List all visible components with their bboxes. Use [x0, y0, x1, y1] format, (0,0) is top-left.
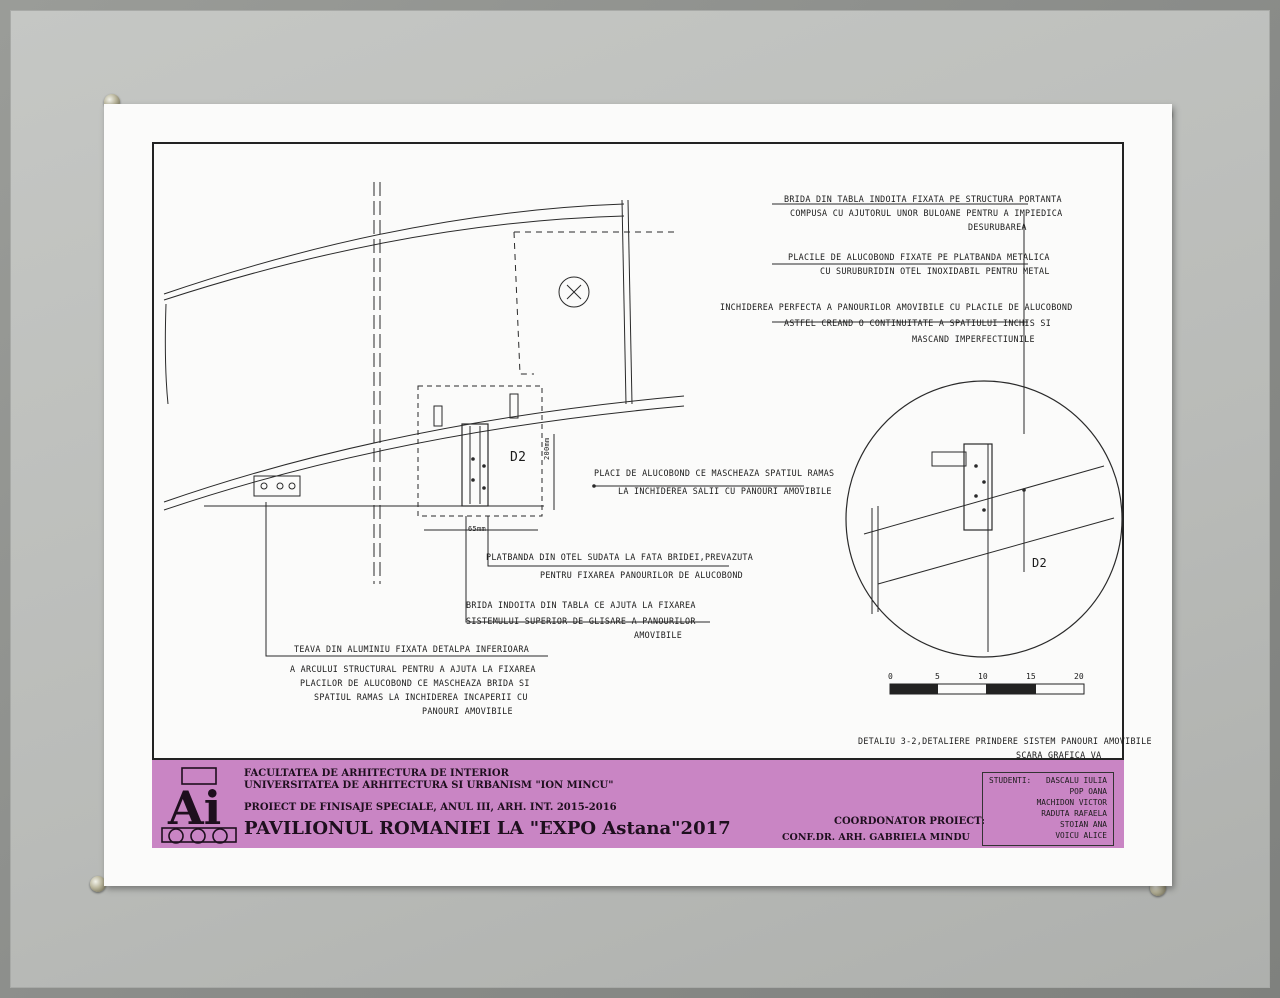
bolt-1 [433, 405, 443, 427]
callout-brida2-line3: AMOVIBILE [634, 630, 683, 640]
callout-placile-line1: PLACILE DE ALUCOBOND FIXATE PE PLATBANDA… [788, 252, 1050, 262]
student-name: MACHIDON VICTOR [1036, 798, 1107, 807]
callout-teava-line1: TEAVA DIN ALUMINIU FIXATA DETALPA INFERI… [294, 644, 530, 654]
coordinator-name: CONF.DR. ARH. GABRIELA MINDU [782, 832, 970, 843]
column-right [621, 199, 627, 405]
scale-tick-0: 0 [888, 672, 893, 681]
bracket-plate [461, 423, 489, 507]
clamp-lower [253, 475, 301, 497]
detail-tag-d2-magnified: D2 [1032, 556, 1048, 570]
callout-brida-line2: COMPUSA CU AJUTORUL UNOR BULOANE PENTRU … [790, 208, 1063, 218]
callout-placi-line1: PLACI DE ALUCOBOND CE MASCHEAZA SPATIUL … [594, 468, 835, 478]
callout-placile-line2: CU SURUBURIDIN OTEL INOXIDABIL PENTRU ME… [820, 266, 1050, 276]
arc-beam-bottom-2 [163, 405, 685, 511]
detail-tag-d2: D2 [510, 450, 527, 465]
student-name: DASCALU IULIA [1045, 776, 1107, 785]
title-block: Ai FACULTATEA DE ARHITECTURA DE INTERIOR… [152, 758, 1124, 848]
scale-tick-20: 20 [1074, 672, 1084, 681]
project-title: PAVILIONUL ROMANIEI LA "EXPO Astana"2017 [244, 818, 731, 839]
coordinator-label: COORDONATOR PROIECT: [834, 816, 985, 827]
student-name: RADUTA RAFAELA [1041, 809, 1107, 818]
university-name: UNIVERSITATEA DE ARHITECTURA SI URBANISM… [244, 780, 614, 791]
svg-text:Ai: Ai [167, 781, 221, 835]
callout-platbanda-line2: PENTRU FIXAREA PANOURILOR DE ALUCOBOND [540, 570, 744, 580]
callout-inchiderea-line2: ASTFEL CREAND O CONTINUITATE A SPATIULUI… [784, 318, 1052, 328]
fastener-circle [558, 276, 590, 308]
scale-bar [889, 683, 1085, 695]
arc-beam-bottom-1 [163, 395, 685, 503]
student-name: STOIAN ANA [1060, 820, 1107, 829]
callout-platbanda-line1: PLATBANDA DIN OTEL SUDATA LA FATA BRIDEI… [486, 552, 754, 562]
callout-placi-line2: LA INCHIDEREA SALII CU PANOURI AMOVIBILE [618, 486, 832, 496]
scale-tick-15: 15 [1026, 672, 1036, 681]
students-box: STUDENTI: DASCALU IULIA POP OANA MACHIDO… [982, 772, 1114, 846]
magnified-bracket [963, 443, 993, 531]
faculty-name: FACULTATEA DE ARHITECTURA DE INTERIOR [244, 768, 509, 779]
detail-box-d2 [417, 385, 543, 517]
scale-tick-10: 10 [978, 672, 988, 681]
drawing-sheet: D2 D2 200mm 65mm BRIDA DIN TABLA INDOITA… [104, 104, 1172, 886]
detail-caption-scale: SCARA GRAFICA VA [1016, 750, 1102, 760]
magnified-detail-circle [845, 380, 1123, 658]
arc-beam-top-2 [163, 215, 625, 301]
dimension-horizontal: 65mm [468, 525, 487, 533]
mounting-screw-bottom-left [90, 876, 106, 892]
callout-inchiderea-line1: INCHIDEREA PERFECTA A PANOURILOR AMOVIBI… [720, 302, 1073, 312]
student-name: VOICU ALICE [1055, 831, 1107, 840]
panel-outline-dashed [513, 231, 679, 375]
callout-inchiderea-line3: MASCAND IMPERFECTIUNILE [912, 334, 1035, 344]
left-edge [164, 303, 169, 405]
bolt-2 [509, 393, 519, 419]
student-name: POP OANA [1069, 787, 1107, 796]
callout-brida-line1: BRIDA DIN TABLA INDOITA FIXATA PE STRUCT… [784, 194, 1062, 204]
faculty-logo-icon: Ai [161, 767, 237, 844]
callout-teava-line5: PANOURI AMOVIBILE [422, 706, 513, 716]
project-subtitle: PROIECT DE FINISAJE SPECIALE, ANUL III, … [244, 802, 617, 813]
callout-teava-line3: PLACILOR DE ALUCOBOND CE MASCHEAZA BRIDA… [300, 678, 530, 688]
callout-brida-line3: DESURUBAREA [968, 222, 1027, 232]
technical-drawing [163, 182, 1123, 695]
dimension-vertical: 200mm [543, 437, 551, 460]
callout-brida2-line1: BRIDA INDOITA DIN TABLA CE AJUTA LA FIXA… [466, 600, 696, 610]
scale-tick-5: 5 [935, 672, 940, 681]
arc-beam-top-1 [163, 203, 625, 295]
students-label: STUDENTI: [989, 776, 1032, 785]
magnified-bolt-plate [931, 451, 967, 467]
detail-caption: DETALIU 3-2,DETALIERE PRINDERE SISTEM PA… [858, 736, 1152, 746]
callout-brida2-line2: SISTEMULUI SUPERIOR DE GLISARE A PANOURI… [466, 616, 696, 626]
callout-teava-line2: A ARCULUI STRUCTURAL PENTRU A AJUTA LA F… [290, 664, 536, 674]
callout-teava-line4: SPATIUL RAMAS LA INCHIDEREA INCAPERII CU [314, 692, 528, 702]
